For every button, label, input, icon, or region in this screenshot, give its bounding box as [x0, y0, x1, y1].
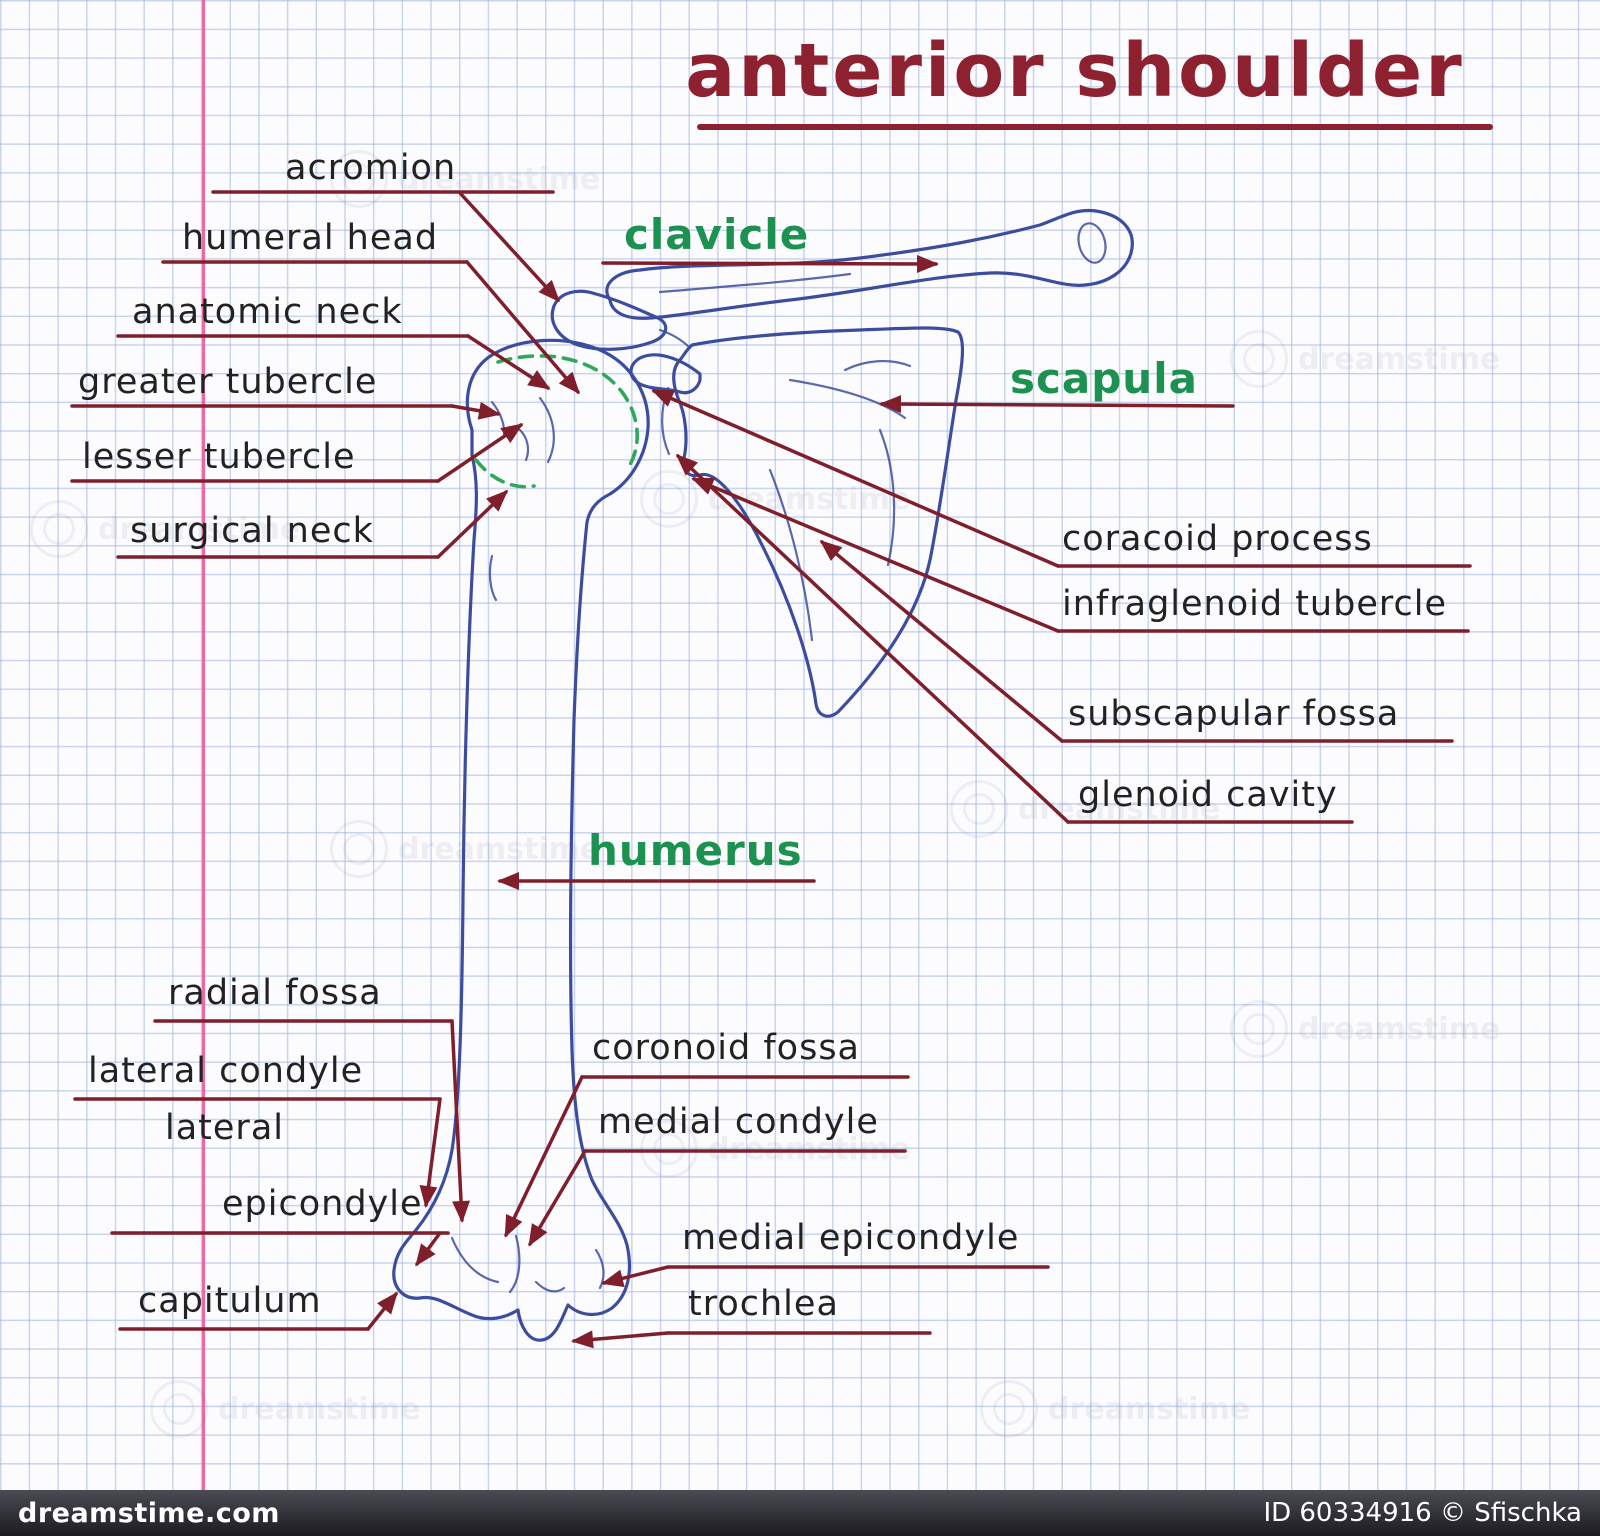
label-greater-tubercle: greater tubercle	[78, 362, 378, 402]
clavicle-end-hole	[1077, 222, 1107, 264]
label-trochlea: trochlea	[688, 1284, 839, 1324]
arrow-lateral-condyle	[419, 1097, 442, 1208]
label-acromion: acromion	[285, 148, 457, 188]
lesser-tubercle-detail	[518, 428, 530, 462]
label-coronoid-fossa: coronoid fossa	[592, 1028, 861, 1068]
stock-photo-credit-bar: dreamstime.com ID 60334916 © Sfischka	[0, 1490, 1600, 1536]
anatomic-neck-dashed-line	[496, 354, 639, 470]
distal-detail-1	[450, 1236, 500, 1284]
arrow-coronoid-fossa	[504, 1075, 584, 1238]
label-anatomic-neck: anatomic neck	[132, 292, 403, 332]
label-medial-epicondyle: medial epicondyle	[682, 1218, 1020, 1258]
notebook-margin-line	[202, 0, 205, 1490]
image-id-credit: ID 60334916 © Sfischka	[1263, 1498, 1582, 1528]
arrow-subscapular-fossa	[819, 540, 1064, 743]
humerus-bone	[392, 338, 650, 1342]
acromion-bone	[550, 289, 668, 351]
arrow-anatomic-neck	[466, 334, 551, 390]
arrow-medial-epicondyle	[601, 1265, 670, 1288]
coracoid-process-bone	[629, 353, 702, 395]
label-scapula: scapula	[1010, 354, 1198, 403]
arrow-greater-tubercle	[450, 401, 501, 420]
label-infraglenoid-tubercle: infraglenoid tubercle	[1062, 584, 1447, 624]
scapula-detail-4	[843, 359, 912, 372]
distal-detail-2	[508, 1234, 521, 1294]
label-lesser-tubercle: lesser tubercle	[82, 437, 356, 477]
scapula-detail-3	[768, 468, 814, 642]
surgical-neck-dashed-line	[474, 458, 536, 489]
distal-detail-3	[534, 1280, 566, 1293]
label-glenoid-cavity: glenoid cavity	[1078, 775, 1338, 815]
arrow-acromion	[458, 191, 561, 303]
arrow-radial-fossa	[450, 1019, 471, 1223]
arrow-lateral-epicondyle	[415, 1231, 442, 1267]
label-humerus: humerus	[588, 826, 803, 875]
arrow-coracoid-process	[651, 389, 1060, 568]
acromion-joint-line	[658, 328, 692, 350]
arrow-humeral-head	[465, 260, 580, 395]
clavicle-inner-line	[658, 272, 852, 294]
label-lateral-condyle: lateral condyle	[88, 1051, 364, 1091]
humeral-head-detail	[538, 396, 555, 464]
arrow-capitulum	[366, 1291, 398, 1331]
distal-detail-4	[594, 1248, 605, 1290]
arrow-medial-condyle	[528, 1149, 587, 1247]
greater-tubercle-detail	[490, 400, 506, 438]
arrow-scapula	[879, 395, 1235, 414]
arrow-trochlea	[571, 1330, 670, 1349]
label-humeral-head: humeral head	[182, 218, 439, 258]
arrow-surgical-neck	[436, 489, 509, 559]
arrow-lesser-tubercle	[436, 423, 524, 483]
scapula-detail-2	[878, 428, 896, 567]
label-subscapular-fossa: subscapular fossa	[1068, 694, 1400, 734]
label-coracoid-process: coracoid process	[1062, 519, 1373, 559]
scapula-bone	[672, 326, 965, 718]
arrow-infraglenoid-tubercle	[691, 477, 1060, 633]
shaft-foramen-detail	[488, 554, 498, 602]
label-radial-fossa: radial fossa	[168, 973, 382, 1013]
scapula-detail-1	[788, 378, 907, 420]
label-clavicle: clavicle	[624, 210, 810, 259]
arrow-clavicle	[601, 254, 939, 273]
label-capitulum: capitulum	[138, 1281, 322, 1321]
label-surgical-neck: surgical neck	[130, 511, 374, 551]
page-title: anterior shoulder	[685, 28, 1465, 114]
dreamstime-logo-text: dreamstime.com	[18, 1497, 280, 1529]
arrow-glenoid-cavity	[675, 453, 1070, 824]
label-lateral-epicondyle-line1: lateral	[165, 1108, 284, 1148]
label-lateral-epicondyle-line2: epicondyle	[222, 1184, 423, 1224]
label-medial-condyle: medial condyle	[598, 1102, 879, 1142]
